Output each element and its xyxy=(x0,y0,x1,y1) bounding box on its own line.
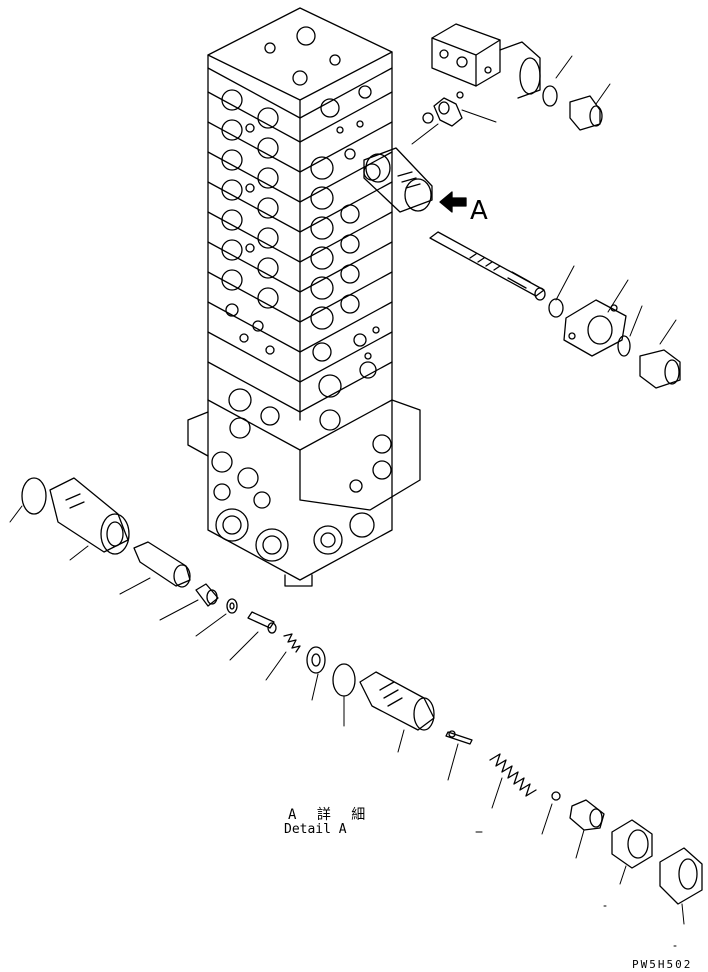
detail-ring-nut xyxy=(307,647,325,673)
leader-line xyxy=(120,578,150,594)
detail-plug-body xyxy=(360,672,434,730)
leader-line xyxy=(620,866,626,884)
leader-line xyxy=(70,546,88,560)
detail-pin xyxy=(446,731,472,744)
spool-cover-flange xyxy=(564,300,626,356)
cover-o-ring xyxy=(618,336,630,356)
view-arrow-label: A xyxy=(470,196,488,226)
leader-line xyxy=(412,124,438,144)
leader-line xyxy=(576,830,584,858)
detail-o-ring-medium xyxy=(333,664,355,696)
drawing-code: PW5H502 xyxy=(632,958,693,971)
leader-line xyxy=(230,632,258,660)
leader-line xyxy=(462,110,496,122)
detail-sleeve xyxy=(50,478,129,554)
leader-line xyxy=(196,614,226,636)
nut-part xyxy=(434,98,462,126)
cover-plug xyxy=(640,350,680,388)
detail-spring-large xyxy=(490,754,536,796)
detail-o-ring-large xyxy=(22,478,46,514)
leader-line xyxy=(556,56,572,78)
leader-line xyxy=(660,320,676,344)
leader-line xyxy=(312,674,318,700)
ball-part xyxy=(423,113,433,123)
detail-title-jp: A 詳 細 xyxy=(288,807,372,823)
leader-line xyxy=(266,652,286,680)
callout-leaders xyxy=(10,56,684,946)
detail-piston xyxy=(134,542,190,587)
detail-title-en: Detail A xyxy=(284,822,347,837)
detail-poppet xyxy=(248,612,276,633)
small-ball-part xyxy=(457,92,463,98)
detail-washer-small xyxy=(227,599,237,613)
leader-line xyxy=(608,280,628,312)
leader-line xyxy=(542,804,552,834)
o-ring-part xyxy=(543,86,557,106)
spool-housing xyxy=(364,148,432,212)
solenoid-block xyxy=(432,24,540,98)
control-valve-body xyxy=(188,8,420,586)
leader-line xyxy=(492,778,502,808)
leader-line xyxy=(630,306,642,336)
leader-line xyxy=(398,730,404,752)
solenoid-plug xyxy=(570,96,602,130)
spool-part xyxy=(430,232,545,300)
leader-line xyxy=(448,744,458,780)
leader-line xyxy=(160,600,198,620)
detail-collar xyxy=(196,584,218,606)
leader-line xyxy=(10,506,22,522)
leader-line xyxy=(682,904,684,924)
leader-line xyxy=(556,266,574,300)
detail-end-cap xyxy=(660,848,702,904)
leader-line xyxy=(596,84,610,104)
view-arrow-a xyxy=(440,192,466,212)
detail-ball xyxy=(552,792,560,800)
spool-washer xyxy=(549,299,563,317)
detail-cap-nut xyxy=(612,820,652,868)
detail-seat xyxy=(570,800,604,830)
detail-spring-small xyxy=(284,634,300,652)
